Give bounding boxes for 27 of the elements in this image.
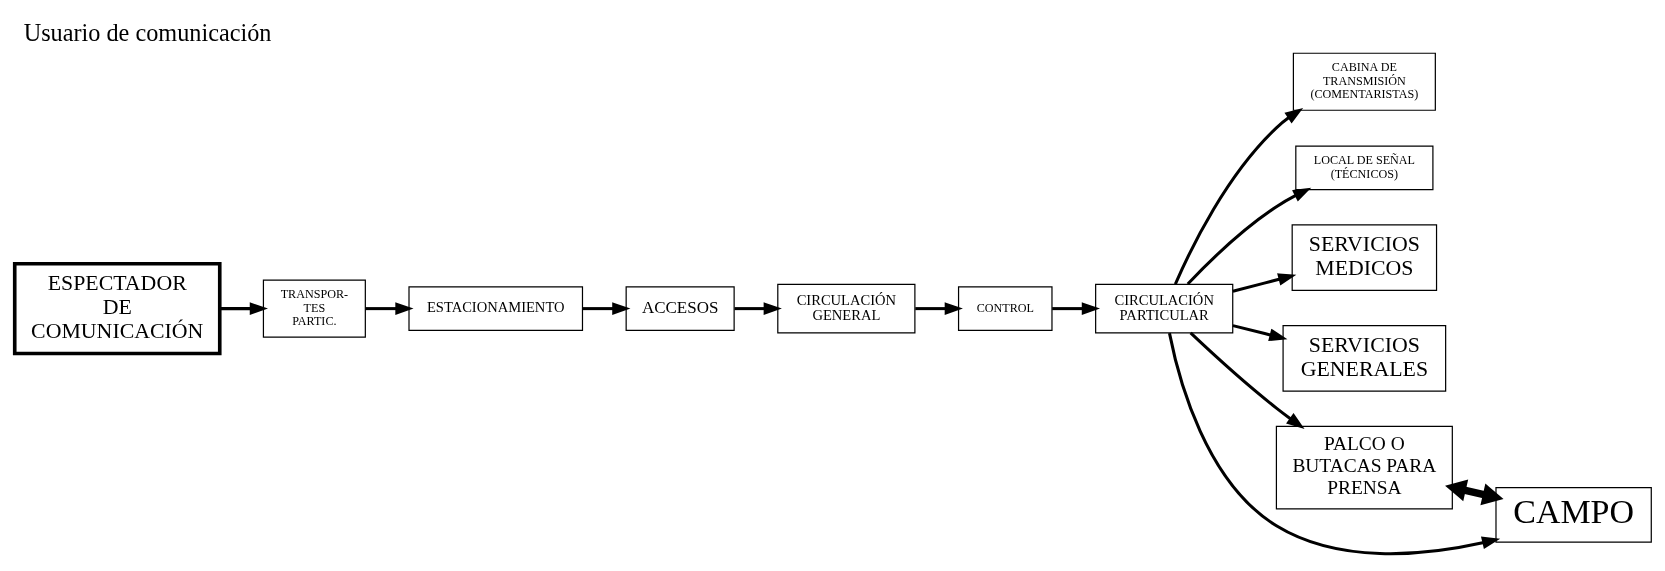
node-box: CABINA DE TRANSMISIÓN (COMENTARISTAS) (1292, 52, 1436, 111)
node-box: CAMPO (1494, 486, 1652, 543)
arrow (1444, 479, 1504, 506)
arrow (219, 302, 268, 315)
node-box: CIRCULACIÓN GENERAL (776, 283, 915, 334)
arrow (1232, 324, 1287, 342)
arrow (364, 302, 414, 315)
node-box: ACCESOS (625, 286, 735, 332)
arrow (1051, 302, 1100, 315)
arrow (734, 302, 782, 315)
arrow (1173, 107, 1303, 285)
node-box: SERVICIOS MEDICOS (1291, 224, 1437, 292)
arrow (1189, 331, 1305, 429)
arrow (582, 302, 630, 315)
arrow (1232, 273, 1296, 293)
node-box: CIRCULACIÓN PARTICULAR (1094, 283, 1233, 334)
node-box: CONTROL (957, 286, 1053, 332)
node-box: ESTACIONAMIENTO (407, 286, 583, 332)
node-box: TRANSPOR- TES PARTIC. (262, 279, 366, 338)
arrow (1167, 332, 1500, 556)
node-box: LOCAL DE SEÑAL (TÉCNICOS) (1294, 145, 1433, 191)
diagram-title: Usuario de comunicación (23, 19, 271, 47)
node-box: SERVICIOS GENERALES (1281, 325, 1446, 392)
arrow (914, 302, 963, 315)
node-box: PALCO O BUTACAS PARA PRENSA (1275, 425, 1453, 510)
arrow (1186, 187, 1311, 285)
node-box: ESPECTADOR DE COMUNICACIÓN (12, 261, 222, 356)
